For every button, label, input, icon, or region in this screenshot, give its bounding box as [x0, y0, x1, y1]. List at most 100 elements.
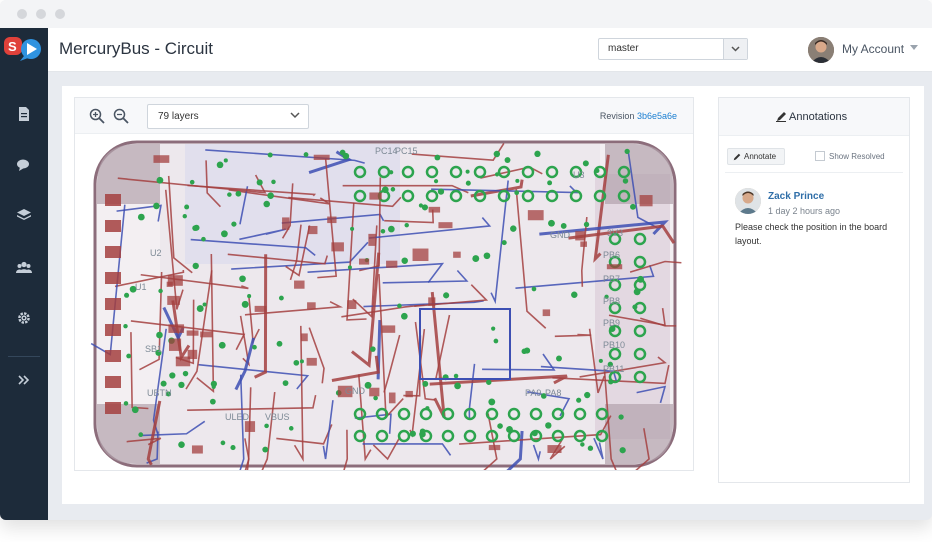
mounting-zone-top-left: [97, 144, 160, 204]
team-icon[interactable]: [14, 257, 34, 277]
pcb-smd-pad: [153, 155, 170, 163]
window-maximize-dot[interactable]: [55, 9, 65, 19]
mounting-zone-top-right: [605, 144, 673, 204]
pcb-via: [493, 338, 499, 344]
pcb-pin-pad: [608, 232, 622, 246]
pcb-via: [534, 150, 541, 157]
pcb-via: [514, 190, 520, 196]
expand-chevrons-icon[interactable]: [14, 370, 34, 390]
pcb-via: [607, 361, 613, 368]
pcb-pin-pad: [401, 189, 415, 203]
pcb-via: [230, 445, 236, 451]
pcb-smd-pad: [606, 264, 623, 270]
revision-hash-link[interactable]: 3b6e5a6e: [636, 111, 677, 121]
pcb-trace: [580, 217, 588, 287]
pcb-via: [582, 160, 589, 167]
pcb-via: [531, 286, 537, 292]
branch-select[interactable]: master: [598, 38, 748, 60]
pcb-via: [576, 397, 582, 403]
pcb-via: [515, 178, 520, 183]
pcb-via: [182, 214, 187, 219]
pcb-via: [221, 230, 228, 238]
window-minimize-dot[interactable]: [36, 9, 46, 19]
board-toolbar: 79 layers Revision 3b6e5a6e: [75, 98, 693, 134]
pcb-trace: [317, 158, 338, 279]
pcb-via: [160, 380, 167, 387]
pcb-edge-pad: [105, 246, 121, 258]
zoom-in-icon[interactable]: [89, 108, 105, 124]
pcb-via: [252, 344, 257, 350]
pcb-pin-pad: [353, 429, 367, 443]
pcb-via: [202, 302, 207, 307]
account-menu[interactable]: My Account: [842, 42, 905, 56]
pcb-trace: [114, 269, 185, 288]
page-title: MercuryBus - Circuit: [59, 39, 213, 58]
app-logo[interactable]: S: [0, 28, 48, 72]
pcb-via: [216, 161, 224, 169]
pcb-smd-pad: [282, 217, 290, 230]
pcb-trace: [196, 253, 215, 393]
pcb-trace: [629, 260, 682, 273]
window-close-dot[interactable]: [17, 9, 27, 19]
pcb-trace: [293, 325, 304, 462]
pcb-trace: [354, 413, 392, 434]
account-caret-icon[interactable]: [910, 45, 918, 50]
pcb-silkscreen-label: PB6: [603, 250, 620, 260]
pcb-via: [124, 292, 130, 298]
pcb-trace: [414, 321, 436, 401]
pcb-smd-pad: [369, 387, 380, 397]
pcb-pin-pad: [507, 429, 521, 443]
annotate-button[interactable]: Annotate: [727, 148, 785, 165]
layers-icon[interactable]: [14, 205, 34, 225]
pcb-pin-pad: [545, 165, 559, 179]
pcb-smd-pad: [308, 225, 318, 235]
pcb-trace: [142, 420, 206, 437]
settings-gear-icon[interactable]: [14, 308, 34, 328]
layers-select[interactable]: 79 layers: [147, 104, 309, 129]
pcb-trace: [539, 220, 669, 236]
pcb-board-canvas[interactable]: U33V3GNDPB6PB7PB8PB9PB10PB11PC14PC15U1U2…: [75, 134, 693, 470]
pcb-via: [453, 373, 459, 379]
annotations-panel: Annotations Annotate Show Resolved Zack …: [718, 97, 910, 483]
pcb-edge-pad: [105, 194, 121, 206]
pcb-trace: [588, 328, 606, 394]
pcb-via: [497, 423, 503, 429]
pcb-via: [556, 355, 562, 362]
pcb-pin-pad: [441, 407, 455, 421]
pcb-smd-pad: [294, 280, 305, 289]
commenter-avatar[interactable]: [735, 188, 761, 214]
svg-text:S: S: [8, 39, 17, 54]
pcb-via: [437, 188, 445, 195]
pcb-pin-pad: [449, 189, 463, 203]
pcb-via: [282, 380, 289, 386]
pcb-pin-pad: [593, 165, 607, 179]
pcb-silkscreen-label: U3: [573, 170, 585, 180]
pcb-via: [531, 430, 538, 437]
pcb-trace: [384, 209, 435, 224]
pcb-pin-pad: [425, 165, 439, 179]
pcb-via: [493, 150, 501, 158]
pcb-trace: [190, 238, 316, 257]
board-panel: 79 layers Revision 3b6e5a6e: [74, 97, 694, 471]
comments-icon[interactable]: [14, 155, 34, 175]
pcb-silkscreen-label: U1: [135, 282, 147, 292]
pcb-smd-pad: [547, 445, 562, 454]
chevron-down-icon[interactable]: [290, 112, 300, 119]
pcb-silkscreen-label: PB11: [603, 364, 624, 374]
zoom-out-icon[interactable]: [113, 108, 129, 124]
app-window: S MercuryBus - Circuit master: [0, 0, 932, 520]
pcb-via: [178, 381, 185, 389]
show-resolved-checkbox[interactable]: [815, 151, 825, 161]
pcb-edge-pad: [105, 350, 121, 362]
pcb-smd-pad: [412, 248, 429, 262]
pcb-via: [192, 262, 199, 270]
pcb-via: [220, 440, 226, 446]
comment-author[interactable]: Zack Prince: [768, 191, 825, 202]
user-avatar[interactable]: [808, 37, 834, 63]
window-titlebar: [0, 0, 932, 28]
pcb-pin-pad: [375, 407, 389, 421]
document-icon[interactable]: [14, 104, 34, 124]
pcb-via: [630, 203, 636, 210]
chevron-down-icon[interactable]: [723, 39, 747, 59]
